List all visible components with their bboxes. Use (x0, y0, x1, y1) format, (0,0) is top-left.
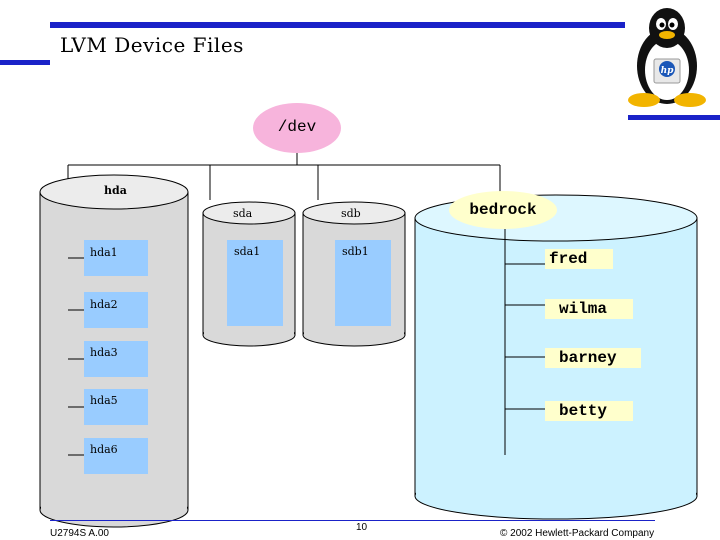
footer-page-number: 10 (356, 522, 368, 533)
disk-label-sdb: sdb (341, 207, 361, 220)
partition-label-sda1: sda1 (234, 245, 261, 258)
partition-label-hda1: hda1 (90, 246, 118, 259)
tux-penguin-logo: hp (628, 8, 706, 107)
partition-label-hda3: hda3 (90, 346, 118, 359)
hp-logo: hp (653, 58, 681, 84)
lv-label-wilma: wilma (545, 299, 633, 319)
partition-label-sdb1: sdb1 (342, 245, 369, 258)
partition-label-hda2: hda2 (90, 298, 118, 311)
lv-label-barney: barney (545, 348, 641, 368)
bedrock-node-shape (449, 191, 557, 229)
partition-block-hda6 (84, 438, 148, 474)
left-accent-bar (0, 60, 50, 65)
partition-block-hda5 (84, 389, 148, 425)
dev-node-label: /dev (277, 118, 317, 136)
dev-node-shape (253, 103, 341, 153)
partition-block-hda1 (84, 240, 148, 276)
lv-label-betty: betty (545, 401, 633, 421)
partition-block-hda3 (84, 341, 148, 377)
disk-label-hda: hda (104, 184, 127, 197)
partition-block-hda2 (84, 292, 148, 328)
svg-text:hp: hp (661, 66, 675, 76)
right-accent-bar (628, 115, 720, 120)
footer-copyright: © 2002 Hewlett-Packard Company (500, 528, 655, 539)
disk-label-sda: sda (233, 207, 253, 220)
top-accent-bar (50, 22, 625, 28)
footer-divider (50, 520, 655, 521)
partition-block-sda1 (227, 240, 283, 326)
slide-title: LVM Device Files (60, 33, 244, 57)
partition-label-hda5: hda5 (90, 394, 118, 407)
lv-label-fred: fred (545, 249, 613, 269)
volume-group-label: bedrock (469, 201, 537, 219)
partition-block-sdb1 (335, 240, 391, 326)
partition-label-hda6: hda6 (90, 443, 118, 456)
footer-course-code: U2794S A.00 (50, 528, 109, 539)
